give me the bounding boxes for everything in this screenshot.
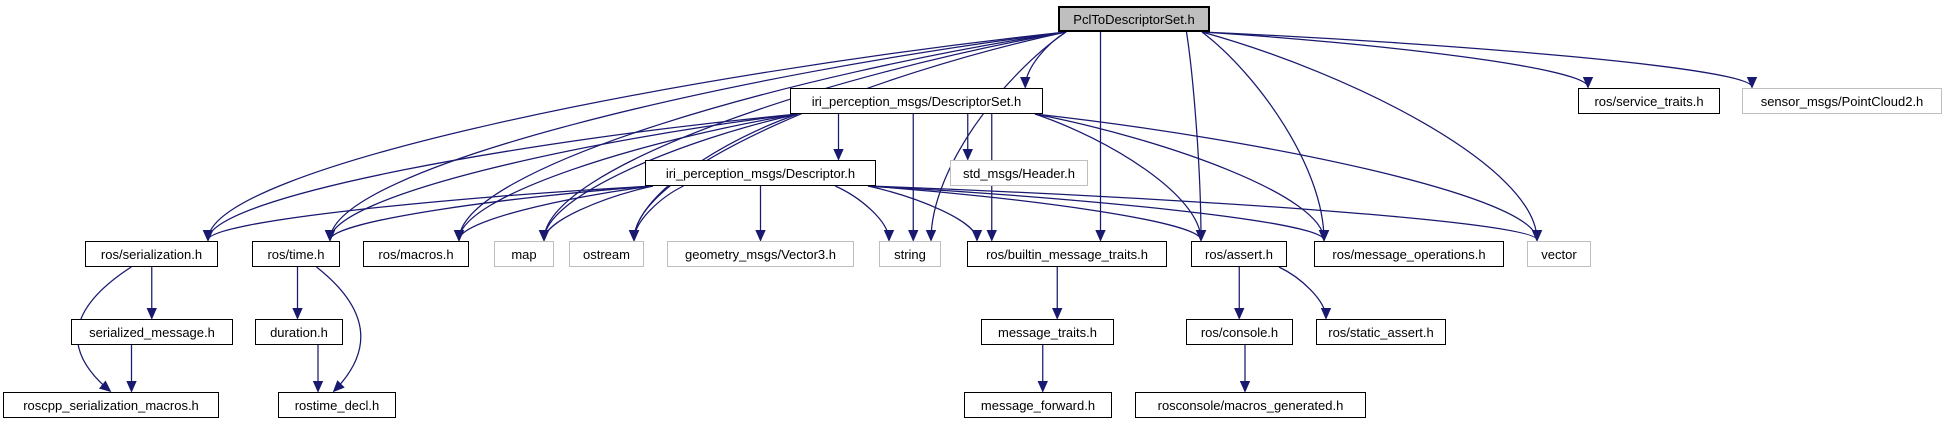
node-ostream: ostream [569,241,644,267]
edge-descriptorset-macros [453,113,799,242]
node-message_forward[interactable]: message_forward.h [964,392,1112,418]
edge-descriptorset-time [324,113,799,242]
edge-root-service_traits [1201,31,1594,89]
edge-root-serialization [202,31,1067,242]
node-vector: vector [1527,241,1591,267]
node-duration[interactable]: duration.h [255,319,343,345]
edge-root-macros [453,31,1067,242]
edge-descriptor-vector [867,185,1543,242]
edge-descriptor-msgops [867,185,1330,242]
node-serialized_message[interactable]: serialized_message.h [71,319,233,345]
edge-assert-static_assert [1278,266,1332,320]
edge-descriptor-macros [453,185,654,242]
node-msgops[interactable]: ros/message_operations.h [1314,241,1504,267]
node-pointcloud2: sensor_msgs/PointCloud2.h [1742,88,1942,114]
node-vector3: geometry_msgs/Vector3.h [667,241,854,267]
edge-descriptor-assert [867,185,1207,242]
node-assert[interactable]: ros/assert.h [1191,241,1287,267]
edge-descriptor-builtin [867,185,983,242]
node-time[interactable]: ros/time.h [252,241,340,267]
node-rosconsole_macros[interactable]: rosconsole/macros_generated.h [1135,392,1366,418]
edge-descriptorset-msgops [1034,113,1330,242]
node-header: std_msgs/Header.h [950,160,1088,186]
edge-descriptor-map [538,185,654,242]
node-macros[interactable]: ros/macros.h [363,241,469,267]
edge-root-string [925,31,1067,242]
node-root: PclToDescriptorSet.h [1058,6,1210,32]
edge-time-rostime_decl [316,266,362,393]
node-roscpp_macros[interactable]: roscpp_serialization_macros.h [3,392,219,418]
node-rostime_decl[interactable]: rostime_decl.h [278,392,396,418]
node-message_traits[interactable]: message_traits.h [981,319,1114,345]
node-static_assert[interactable]: ros/static_assert.h [1316,319,1446,345]
edge-group [76,31,1758,393]
edge-descriptor-serialization [202,185,654,242]
edge-descriptorset-map [538,113,799,242]
edge-descriptor-string [834,185,895,242]
edge-descriptor-time [324,185,654,242]
edge-descriptor-ostream [628,185,684,242]
edge-descriptorset-assert [1034,113,1207,242]
edge-root-vector [1201,31,1543,242]
node-serialization[interactable]: ros/serialization.h [85,241,218,267]
edge-root-time [324,31,1067,242]
node-descriptorset[interactable]: iri_perception_msgs/DescriptorSet.h [790,88,1043,114]
edge-root-pointcloud2 [1201,31,1758,89]
node-descriptor[interactable]: iri_perception_msgs/Descriptor.h [645,160,876,186]
node-map: map [494,241,554,267]
node-console[interactable]: ros/console.h [1186,319,1293,345]
node-string: string [879,241,941,267]
edge-descriptorset-serialization [202,113,799,242]
edge-root-assert [1185,31,1207,242]
edge-descriptorset-vector [1034,113,1543,242]
node-builtin[interactable]: ros/builtin_message_traits.h [967,241,1167,267]
edge-root-msgops [1201,31,1330,242]
node-service_traits[interactable]: ros/service_traits.h [1578,88,1720,114]
